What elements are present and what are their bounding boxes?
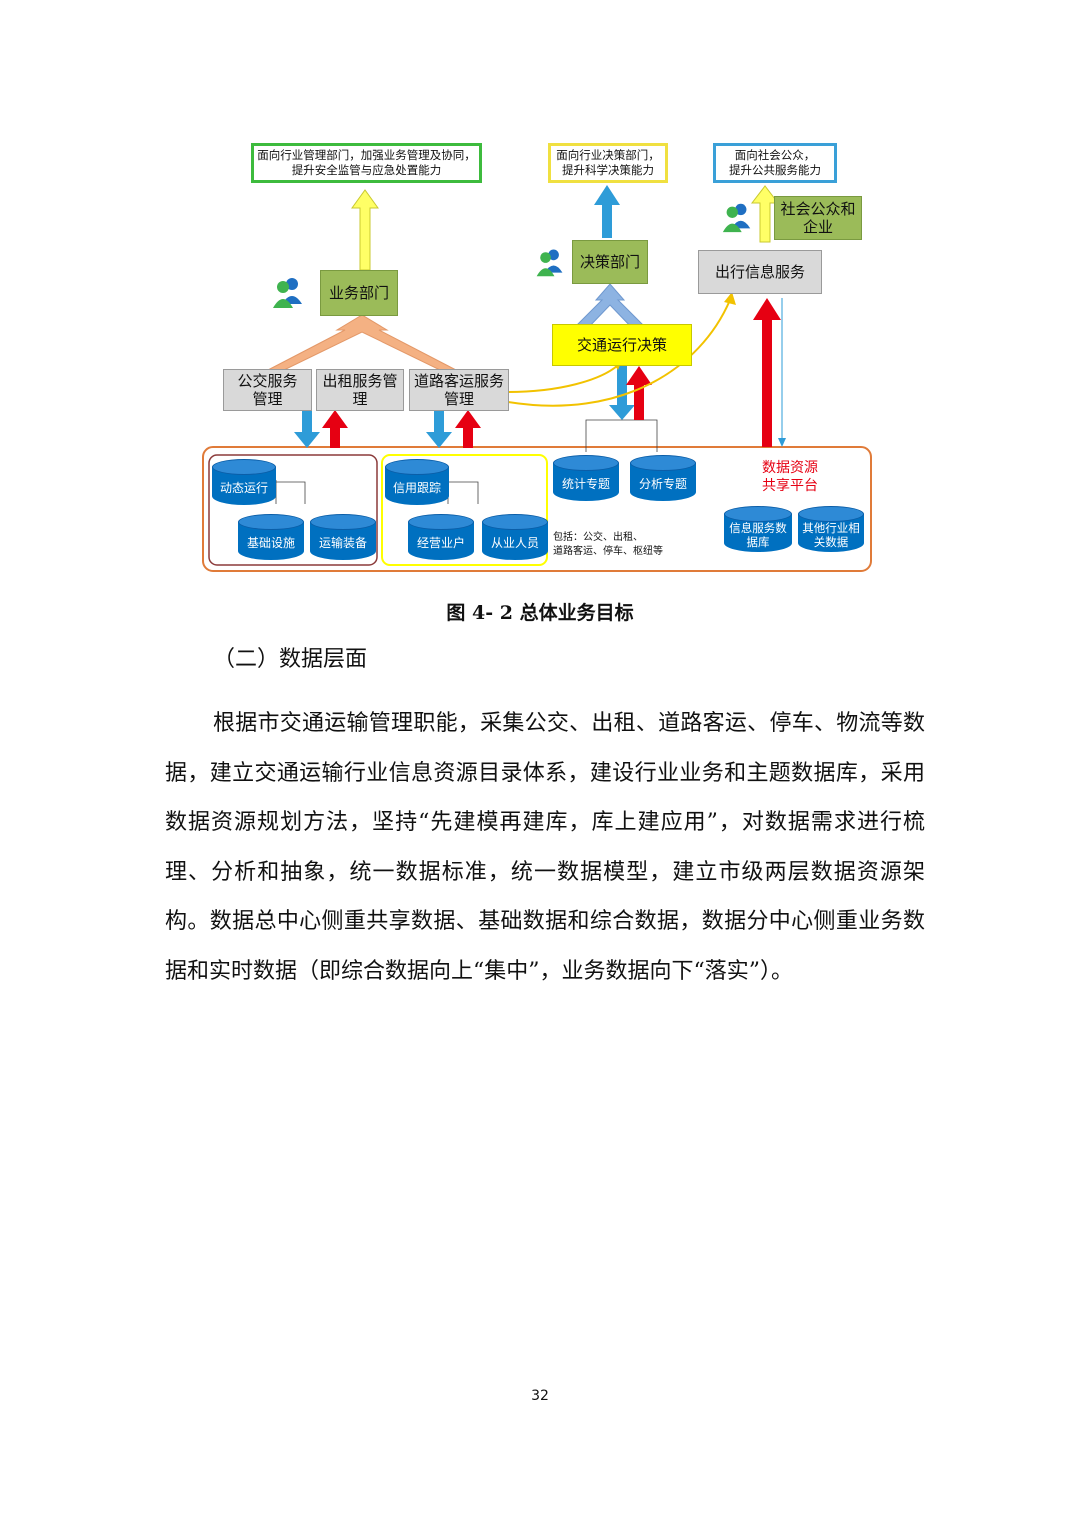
yellow-curve-2 bbox=[507, 299, 731, 407]
business-dept-box: 业务部门 bbox=[320, 270, 398, 316]
section-heading: （二）数据层面 bbox=[213, 647, 368, 672]
page-number: 32 bbox=[531, 1388, 549, 1404]
taxi-service-mgmt-box: 出租服务管 理 bbox=[316, 369, 404, 411]
includes-note: 包括：公交、出租、 道路客运、停车、枢纽等 bbox=[553, 532, 663, 557]
red-arrow-up-1 bbox=[322, 410, 348, 448]
goal-industry-management: 面向行业管理部门，加强业务管理及协同， 提升安全监管与应急处置能力 bbox=[251, 143, 482, 183]
road-passenger-mgmt-box: 道路客运服务 管理 bbox=[409, 369, 509, 411]
yellow-arrow-left bbox=[351, 189, 379, 271]
travel-info-service-box: 出行信息服务 bbox=[698, 250, 822, 294]
group-frame-mid bbox=[381, 454, 548, 566]
db-statistics-topic: 统计专题 bbox=[553, 455, 619, 501]
red-arrow-up-4 bbox=[753, 298, 781, 447]
db-info-service: 信息服务数 据库 bbox=[724, 506, 792, 552]
diagram-graphics bbox=[202, 185, 872, 572]
db-analysis-topic: 分析专题 bbox=[630, 455, 696, 501]
group-frame-left bbox=[208, 454, 378, 566]
blue-arrow-down-3 bbox=[609, 365, 635, 420]
blue-arrow-down-2 bbox=[426, 410, 452, 448]
db-credit-tracking: 信用跟踪 bbox=[385, 459, 449, 505]
blue-arrow-down-1 bbox=[294, 410, 320, 448]
users-icon bbox=[536, 249, 563, 277]
decision-dept-box: 决策部门 bbox=[572, 240, 648, 284]
yellow-arrow-right bbox=[750, 185, 780, 243]
users-icon bbox=[722, 203, 751, 233]
db-operators: 经营业户 bbox=[408, 514, 474, 560]
figure-caption: 图 4- 2 总体业务目标 bbox=[446, 602, 634, 624]
bus-service-mgmt-box: 公交服务 管理 bbox=[223, 369, 312, 411]
cyan-arrow-top bbox=[594, 185, 620, 238]
body-paragraph: 根据市交通运输管理职能，采集公交、出租、道路客运、停车、物流等数据，建立交通运输… bbox=[165, 699, 925, 996]
red-arrow-up-3 bbox=[626, 366, 652, 420]
yellow-curve-1 bbox=[507, 365, 618, 393]
red-arrow-up-2 bbox=[455, 410, 481, 448]
platform-frame bbox=[202, 446, 872, 572]
roof-arrow-salmon bbox=[267, 314, 457, 371]
paragraph-text: 根据市交通运输管理职能，采集公交、出租、道路客运、停车、物流等数据，建立交通运输… bbox=[165, 711, 925, 984]
db-practitioners: 从业人员 bbox=[482, 514, 548, 560]
db-dynamic-operation: 动态运行 bbox=[212, 459, 276, 505]
data-sharing-platform-label: 数据资源 共享平台 bbox=[762, 460, 818, 494]
goal-decision-making: 面向行业决策部门， 提升科学决策能力 bbox=[548, 143, 668, 183]
db-infrastructure: 基础设施 bbox=[238, 514, 304, 560]
users-icon bbox=[273, 278, 302, 308]
public-enterprise-box: 社会公众和 企业 bbox=[774, 196, 862, 240]
business-goal-diagram: 面向行业管理部门，加强业务管理及协同， 提升安全监管与应急处置能力 面向行业决策… bbox=[0, 0, 1080, 590]
traffic-operation-decision-box: 交通运行决策 bbox=[552, 324, 692, 366]
db-transport-equipment: 运输装备 bbox=[310, 514, 376, 560]
roof-arrow-blue bbox=[570, 283, 650, 331]
goal-public-service: 面向社会公众， 提升公共服务能力 bbox=[713, 143, 837, 183]
db-other-industry: 其他行业相 关数据 bbox=[798, 506, 864, 552]
